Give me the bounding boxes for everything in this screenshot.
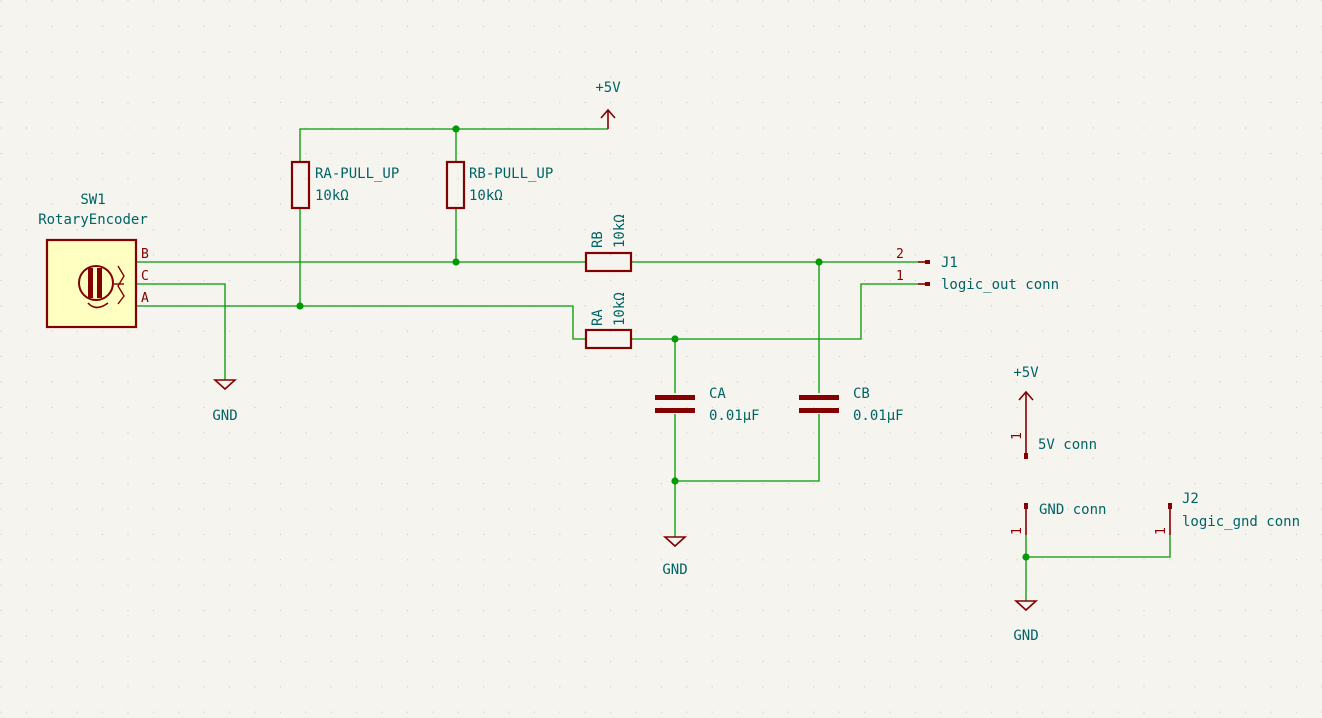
wire-c-to-gnd[interactable] [136,283,226,380]
power-5v-right[interactable]: +5V [1013,365,1039,446]
pin-label-b: B [141,247,149,262]
gnd-right[interactable]: GND [1013,600,1039,644]
rb-value: 10kΩ [612,214,628,248]
sw1-ref: SW1 [80,192,105,208]
power-5v-label: +5V [595,80,621,96]
junction-dot [671,477,679,485]
ra-pullup-ref: RA-PULL_UP [315,166,399,182]
resistor-body [584,328,633,350]
ground-icon [662,536,688,548]
capacitor-plate [655,395,695,400]
wire-a-net[interactable] [136,305,586,340]
junction-dot [671,335,679,343]
sw1-value: RotaryEncoder [38,212,148,228]
capacitor-ca[interactable]: CA 0.01µF [655,386,760,424]
ra-pullup-value: 10kΩ [315,188,349,204]
junction-dot [1022,553,1030,561]
ca-ref: CA [709,386,726,402]
j1-ref: J1 [941,255,958,271]
resistor-body [445,160,466,210]
gnd-conn-value: GND conn [1039,502,1106,518]
resistor-rb[interactable]: RB 10kΩ [584,214,633,273]
j2-value: logic_gnd conn [1182,514,1300,530]
resistor-ra-pull-up[interactable]: RA-PULL_UP 10kΩ [290,160,399,210]
rb-pullup-value: 10kΩ [469,188,503,204]
cb-value: 0.01µF [853,408,904,424]
capacitor-plate [799,395,839,400]
junction-dot [296,302,304,310]
j1-pin2-number: 2 [896,247,904,262]
gnd-label: GND [662,562,687,578]
junction-dot [452,125,460,133]
resistor-body [584,251,633,273]
rb-ref: RB [590,231,606,248]
power-5v-label: +5V [1013,365,1039,381]
pin-stub [1168,503,1172,509]
capacitor-cb[interactable]: CB 0.01µF [799,386,904,424]
gnd-conn-pin-number: 1 [1010,527,1025,535]
j1-pin-stub [925,260,930,264]
ca-value: 0.01µF [709,408,760,424]
resistor-ra[interactable]: RA 10kΩ [584,292,633,350]
gnd-encoder[interactable]: GND [212,379,238,424]
cb-ref: CB [853,386,870,402]
connector-j1[interactable]: 2 1 J1 logic_out conn [896,247,1059,293]
j1-value: logic_out conn [941,277,1059,293]
gnd-caps[interactable]: GND [662,536,688,578]
encoder-knob-icon [78,265,125,309]
sw1-rotary-encoder[interactable]: SW1 RotaryEncoder B C A [38,192,149,329]
5v-conn-value: 5V conn [1038,437,1097,453]
junction-dot [452,258,460,266]
5v-conn-pin-number: 1 [1010,432,1025,440]
j1-pin-stub [925,282,930,286]
power-5v-top[interactable]: +5V [595,80,621,129]
ra-value: 10kΩ [612,292,628,326]
j2-ref: J2 [1182,491,1199,507]
rb-pullup-ref: RB-PULL_UP [469,166,553,182]
power-arrow-icon [1018,390,1034,401]
connector-5v-conn[interactable]: 1 5V conn [1010,432,1097,459]
resistor-rb-pull-up[interactable]: RB-PULL_UP 10kΩ [445,160,553,210]
junction-dot [815,258,823,266]
connector-j2[interactable]: 1 J2 logic_gnd conn [1154,491,1300,535]
capacitor-plate [655,408,695,413]
pin-label-c: C [141,269,149,284]
wire-ra-to-j1[interactable] [631,283,918,340]
resistor-body [290,160,311,210]
wires [136,128,1171,601]
ground-icon [1013,600,1039,612]
j1-pin1-number: 1 [896,269,904,284]
ground-icon [212,379,238,391]
gnd-label: GND [212,408,237,424]
ra-ref: RA [590,309,606,326]
gnd-label: GND [1013,628,1038,644]
connector-gnd-conn[interactable]: 1 GND conn [1010,502,1106,535]
pin-label-a: A [141,291,149,306]
j2-pin-number: 1 [1154,527,1169,535]
capacitor-plate [799,408,839,413]
power-arrow-icon [600,108,616,119]
wire-5v-rail[interactable] [299,128,608,162]
wire-gnd-conn-to-j2[interactable] [1025,535,1171,558]
pin-stub [1024,503,1028,509]
pin-stub [1024,453,1028,459]
junctions [296,125,1030,561]
wire-caps-bottom[interactable] [674,414,820,482]
